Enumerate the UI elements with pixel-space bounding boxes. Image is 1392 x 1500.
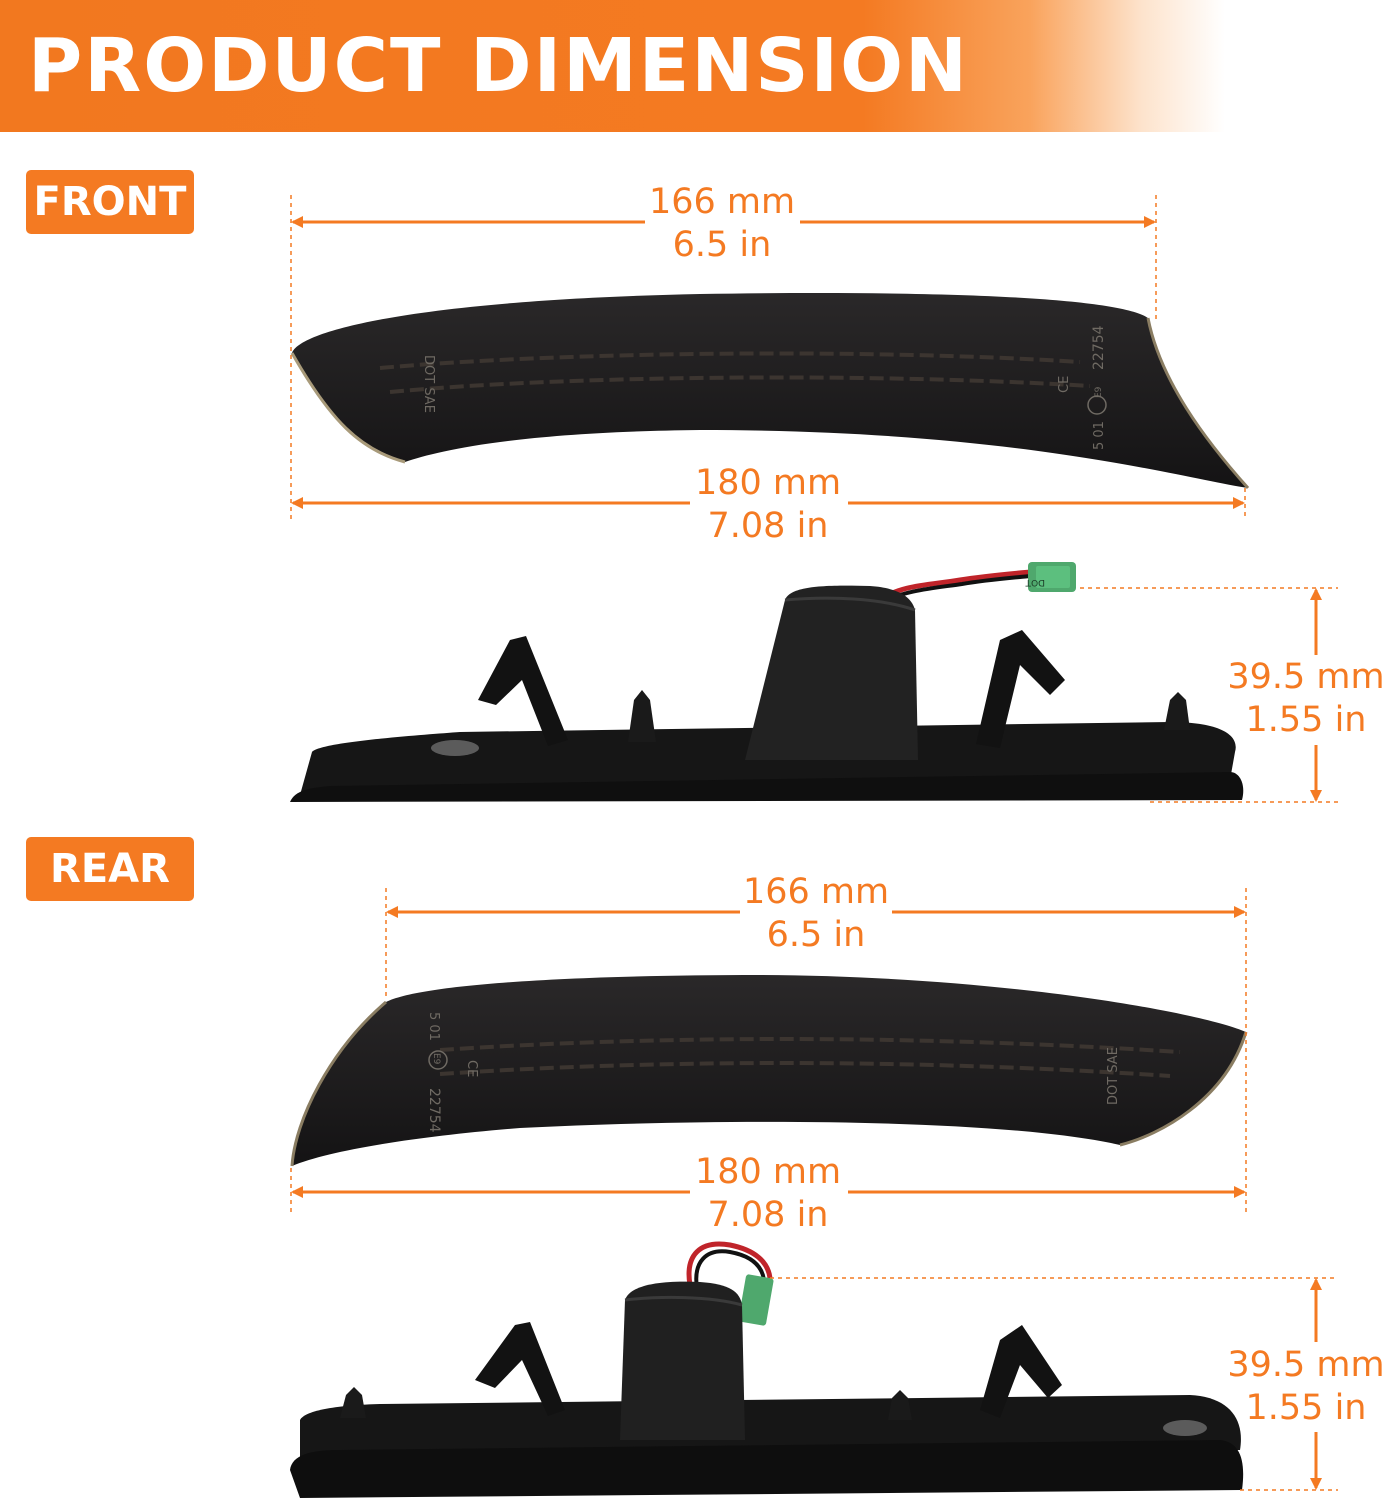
front-bottom-width-in: 7.08 in [707,506,829,546]
rear-lens [290,975,1248,1167]
rear-housing [290,1241,1244,1498]
front-lens [290,293,1250,490]
front-ce-mark: CE [1057,376,1072,393]
front-bottom-width-dimension [291,488,1246,520]
rear-bottom-width-label: 180 mm 7.08 in [668,1151,868,1237]
front-top-width-dimension [290,195,1157,520]
front-tag: FRONT [26,170,194,234]
front-height-label: 39.5 mm 1.55 in [1222,656,1390,742]
rear-code-mark: 22754 [426,1088,442,1133]
front-top-width-label: 166 mm 6.5 in [622,181,822,267]
front-top-width-in: 6.5 in [672,225,772,265]
rear-height-label: 39.5 mm 1.55 in [1222,1344,1390,1430]
front-dot-sae-mark: DOT SAE [421,355,436,413]
rear-dot-sae-mark: DOT SAE [1106,1047,1121,1105]
rear-bottom-width-in: 7.08 in [707,1195,829,1235]
front-e-mark: E9 [1094,386,1104,398]
rear-ce-mark: CE [464,1060,479,1077]
front-e-mark-circle [1087,395,1107,415]
page-title: PRODUCT DIMENSION [28,23,969,109]
front-connector-mark: DOT [1025,577,1045,587]
rear-e-mark-circle [428,1050,448,1070]
rear-connector [738,1274,774,1326]
rear-tag: REAR [26,837,194,901]
rear-top-width-dimension [385,888,1247,1215]
front-code-mark: 22754 [1091,325,1107,370]
front-height-dimension [1080,587,1338,803]
rear-top-width-in: 6.5 in [766,915,866,955]
front-housing [290,562,1244,802]
rear-e-mark: E9 [431,1053,441,1065]
rear-top-width-label: 166 mm 6.5 in [716,871,916,957]
front-height-in: 1.55 in [1245,700,1367,740]
front-ver-mark: 5 01 [1092,421,1107,450]
rear-top-width-mm: 166 mm [742,872,890,912]
rear-bottom-width-mm: 180 mm [694,1152,842,1192]
rear-height-in: 1.55 in [1245,1388,1367,1428]
front-bottom-width-label: 180 mm 7.08 in [668,462,868,548]
header-banner: PRODUCT DIMENSION [0,0,1392,132]
rear-height-dimension [770,1277,1338,1491]
front-top-width-mm: 166 mm [648,182,796,222]
front-bottom-width-mm: 180 mm [694,463,842,503]
rear-ver-mark: 5 01 [426,1012,441,1041]
rear-height-mm: 39.5 mm [1227,1345,1385,1385]
rear-bottom-width-dimension [290,1168,1246,1215]
front-height-mm: 39.5 mm [1227,657,1385,697]
